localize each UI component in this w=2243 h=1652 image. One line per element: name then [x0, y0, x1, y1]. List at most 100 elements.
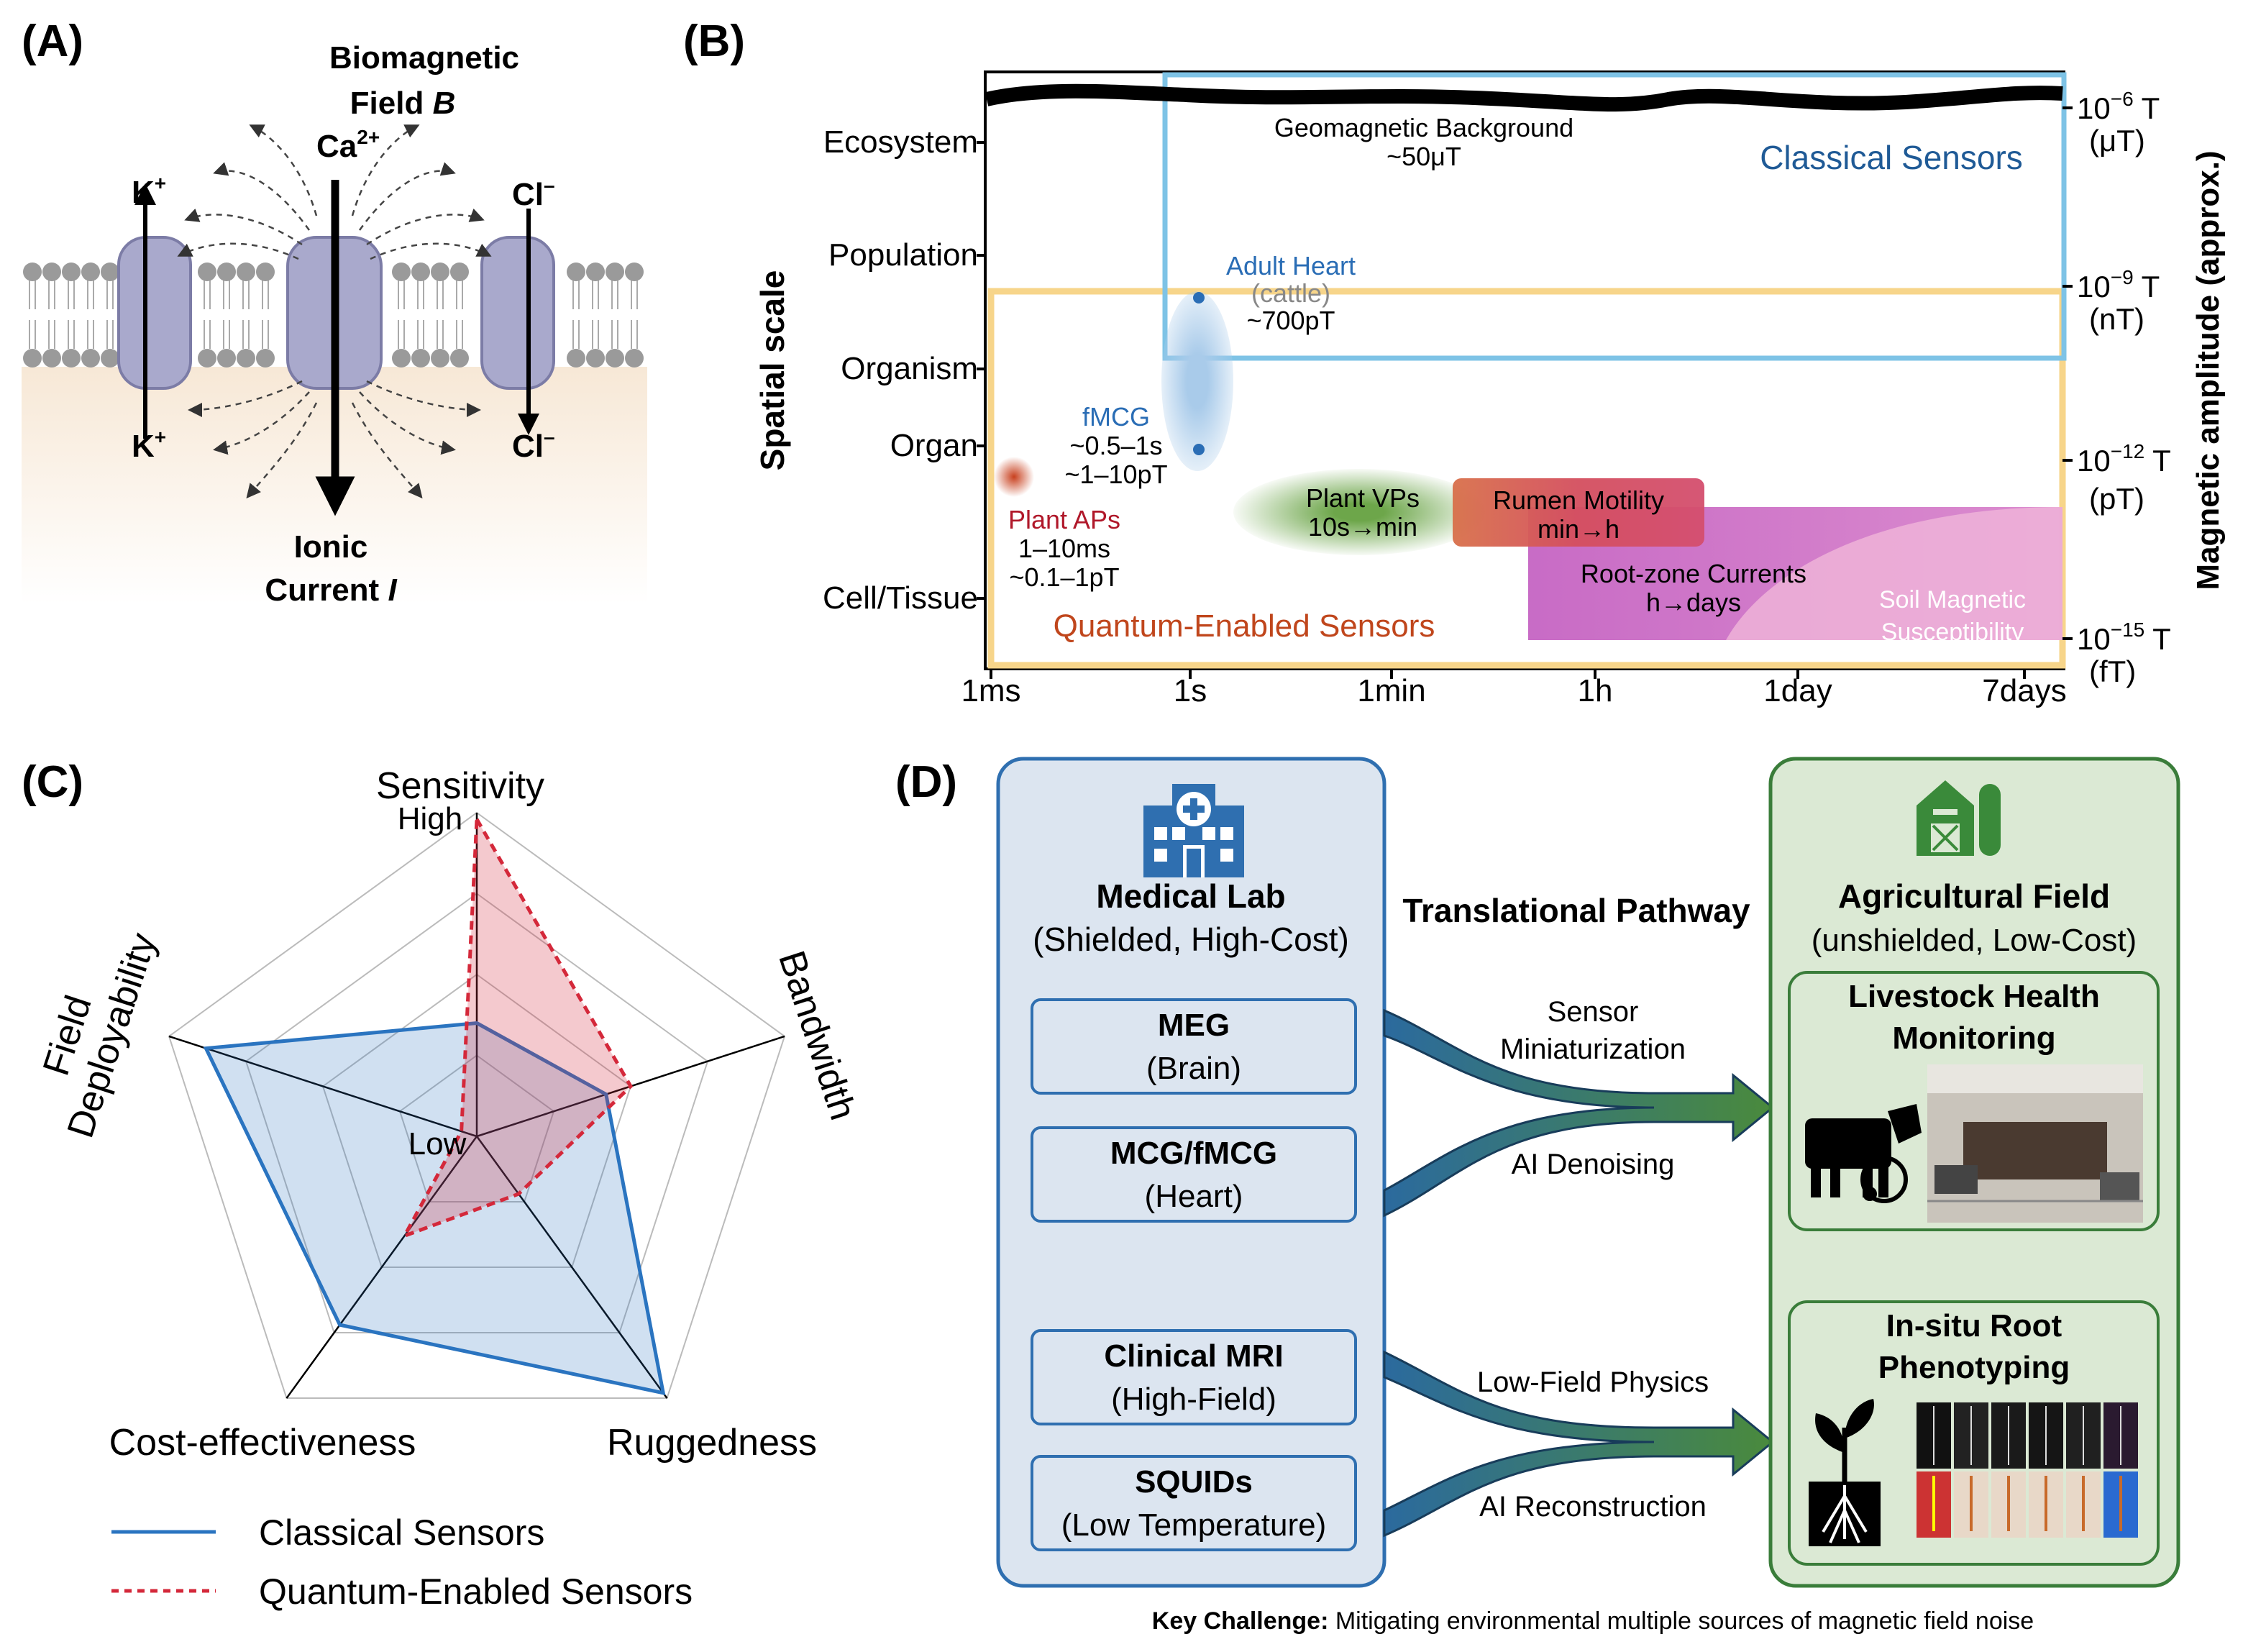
spatial-scale-axis-label: Spatial scale	[754, 270, 791, 471]
svg-text:SQUIDs: SQUIDs	[1135, 1464, 1253, 1500]
translational-arrow-top	[1383, 1008, 1775, 1218]
radar-spoke	[475, 1136, 668, 1399]
legend-quantum-label: Quantum-Enabled Sensors	[259, 1571, 693, 1612]
root-zone-label-line1: Root-zone Currents	[1581, 559, 1806, 588]
lipid-head	[411, 263, 430, 281]
time-ticks: 1ms 1s 1min 1h 1day 7days	[961, 669, 2067, 708]
amp-tick-nt: 10−9 T	[2077, 266, 2160, 304]
amp-tick-pt: 10−12 T	[2077, 440, 2171, 478]
lipid-head	[217, 263, 236, 281]
lipid-head	[606, 263, 624, 281]
amp-tick-pt-name: (pT)	[2089, 482, 2144, 516]
root-title-line1: In-situ Root	[1886, 1308, 2062, 1343]
arrow-bottom-label-top: Low-Field Physics	[1477, 1366, 1709, 1398]
lipid-head	[450, 263, 469, 281]
amp-tick-ft: 10−15 T	[2077, 619, 2171, 656]
plant-vps-blob	[1233, 469, 1485, 555]
arrow-top-label-bottom: AI Denoising	[1512, 1149, 1675, 1180]
time-tick-1day: 1day	[1763, 673, 1832, 708]
time-tick-1ms: 1ms	[961, 673, 1020, 708]
time-tick-7days: 7days	[1982, 673, 2066, 708]
svg-text:(Low Temperature): (Low Temperature)	[1061, 1507, 1326, 1543]
lipid-head	[256, 263, 275, 281]
barn-icon	[1917, 780, 2001, 856]
field-title-line2: Field B	[350, 86, 456, 121]
svg-text:(High-Field): (High-Field)	[1111, 1382, 1276, 1417]
livestock-title-line2: Monitoring	[1892, 1021, 2055, 1056]
lab-item-meg: MEG (Brain)	[1031, 998, 1357, 1095]
potassium-top-label: K+	[132, 172, 166, 210]
lipid-head	[217, 349, 236, 368]
amp-tick-ut: 10−6 T	[2077, 88, 2160, 125]
pathway-title: Translational Pathway	[1402, 892, 1750, 929]
arrow-top-label-line2: Miniaturization	[1500, 1033, 1686, 1065]
time-tick-1s: 1s	[1174, 673, 1207, 708]
svg-text:Clinical MRI: Clinical MRI	[1104, 1338, 1283, 1374]
geomagnetic-label-line1: Geomagnetic Background	[1274, 113, 1573, 142]
svg-text:MEG: MEG	[1158, 1008, 1230, 1043]
lipid-head	[62, 263, 81, 281]
lipid-head	[101, 349, 119, 368]
potassium-channel	[117, 183, 192, 439]
lipid-head	[625, 349, 644, 368]
magnetic-amplitude-axis-label: Magnetic amplitude (approx.)	[2191, 150, 2226, 590]
lipid-head	[62, 349, 81, 368]
geomagnetic-background-line	[985, 83, 2063, 112]
radar-series-quantum	[401, 813, 634, 1239]
root-title-line2: Phenotyping	[1878, 1350, 2070, 1385]
classical-region-box	[1162, 72, 2067, 361]
lipid-head	[256, 349, 275, 368]
field-title-line1: Biomagnetic	[329, 40, 519, 76]
rumen-motility-blob	[1453, 478, 1704, 547]
lipid-head	[586, 349, 605, 368]
adult-heart-point	[1193, 292, 1205, 304]
plant-aps-label-line1: Plant APs	[1008, 505, 1120, 534]
radar-axis-cost-effectiveness: Cost-effectiveness	[109, 1422, 416, 1464]
medical-lab-title: Medical Lab	[1096, 877, 1285, 915]
cow-icon	[1805, 1104, 1922, 1203]
lipid-head	[586, 263, 605, 281]
radar-grid-ring	[245, 893, 709, 1334]
fmcg-label-line2: ~0.5–1s	[1069, 431, 1162, 460]
chloride-channel	[480, 209, 555, 435]
root-zone-label-line2: h→days	[1646, 588, 1741, 617]
time-tick-1h: 1h	[1578, 673, 1613, 708]
plant-root-icon	[1809, 1399, 1881, 1546]
spatial-tick-population: Population	[828, 237, 978, 273]
lipid-head	[392, 349, 411, 368]
current-label-line1: Ionic	[294, 529, 368, 565]
medical-lab-subtitle: (Shielded, High-Cost)	[1033, 921, 1349, 958]
panel-a-label: (A)	[22, 17, 83, 66]
agricultural-field-title: Agricultural Field	[1838, 877, 2110, 915]
amplitude-ticks: 10−6 T (μT) 10−9 T (nT) 10−12 T (pT) 10−…	[2062, 88, 2171, 688]
translational-arrow-bottom	[1383, 1350, 1775, 1538]
calcium-channel	[286, 180, 383, 516]
lipid-head	[567, 263, 585, 281]
soil-label-line2: Susceptibility	[1881, 619, 2024, 646]
radar-grid-ring	[321, 973, 632, 1269]
arrow-top-label-line1: Sensor	[1548, 996, 1639, 1028]
lipid-bilayer	[23, 263, 644, 368]
lipid-head	[81, 263, 100, 281]
panel-c-label: (C)	[22, 757, 83, 807]
panel-b: (B) Classical Sensors Geomagnetic Backgr…	[683, 17, 2226, 708]
agricultural-field-subtitle: (unshielded, Low-Cost)	[1812, 923, 2137, 958]
radar-spoke	[285, 1136, 478, 1399]
svg-text:(Heart): (Heart)	[1145, 1179, 1243, 1214]
lipid-head	[23, 349, 42, 368]
amp-tick-nt-name: (nT)	[2089, 302, 2144, 336]
lipid-head	[237, 349, 255, 368]
lipid-head	[450, 349, 469, 368]
lipid-head	[625, 263, 644, 281]
fmcg-label-line3: ~1–10pT	[1064, 460, 1167, 489]
chloride-top-label: Cl–	[512, 174, 555, 212]
lipid-head	[411, 349, 430, 368]
livestock-title-line1: Livestock Health	[1848, 979, 2100, 1014]
panel-a: (A)	[22, 17, 647, 608]
lipid-head	[42, 349, 61, 368]
radar-grid-ring	[398, 1054, 555, 1203]
lipid-head	[198, 263, 216, 281]
plant-aps-blob	[994, 457, 1034, 497]
classical-sensors-label: Classical Sensors	[1760, 139, 2023, 176]
